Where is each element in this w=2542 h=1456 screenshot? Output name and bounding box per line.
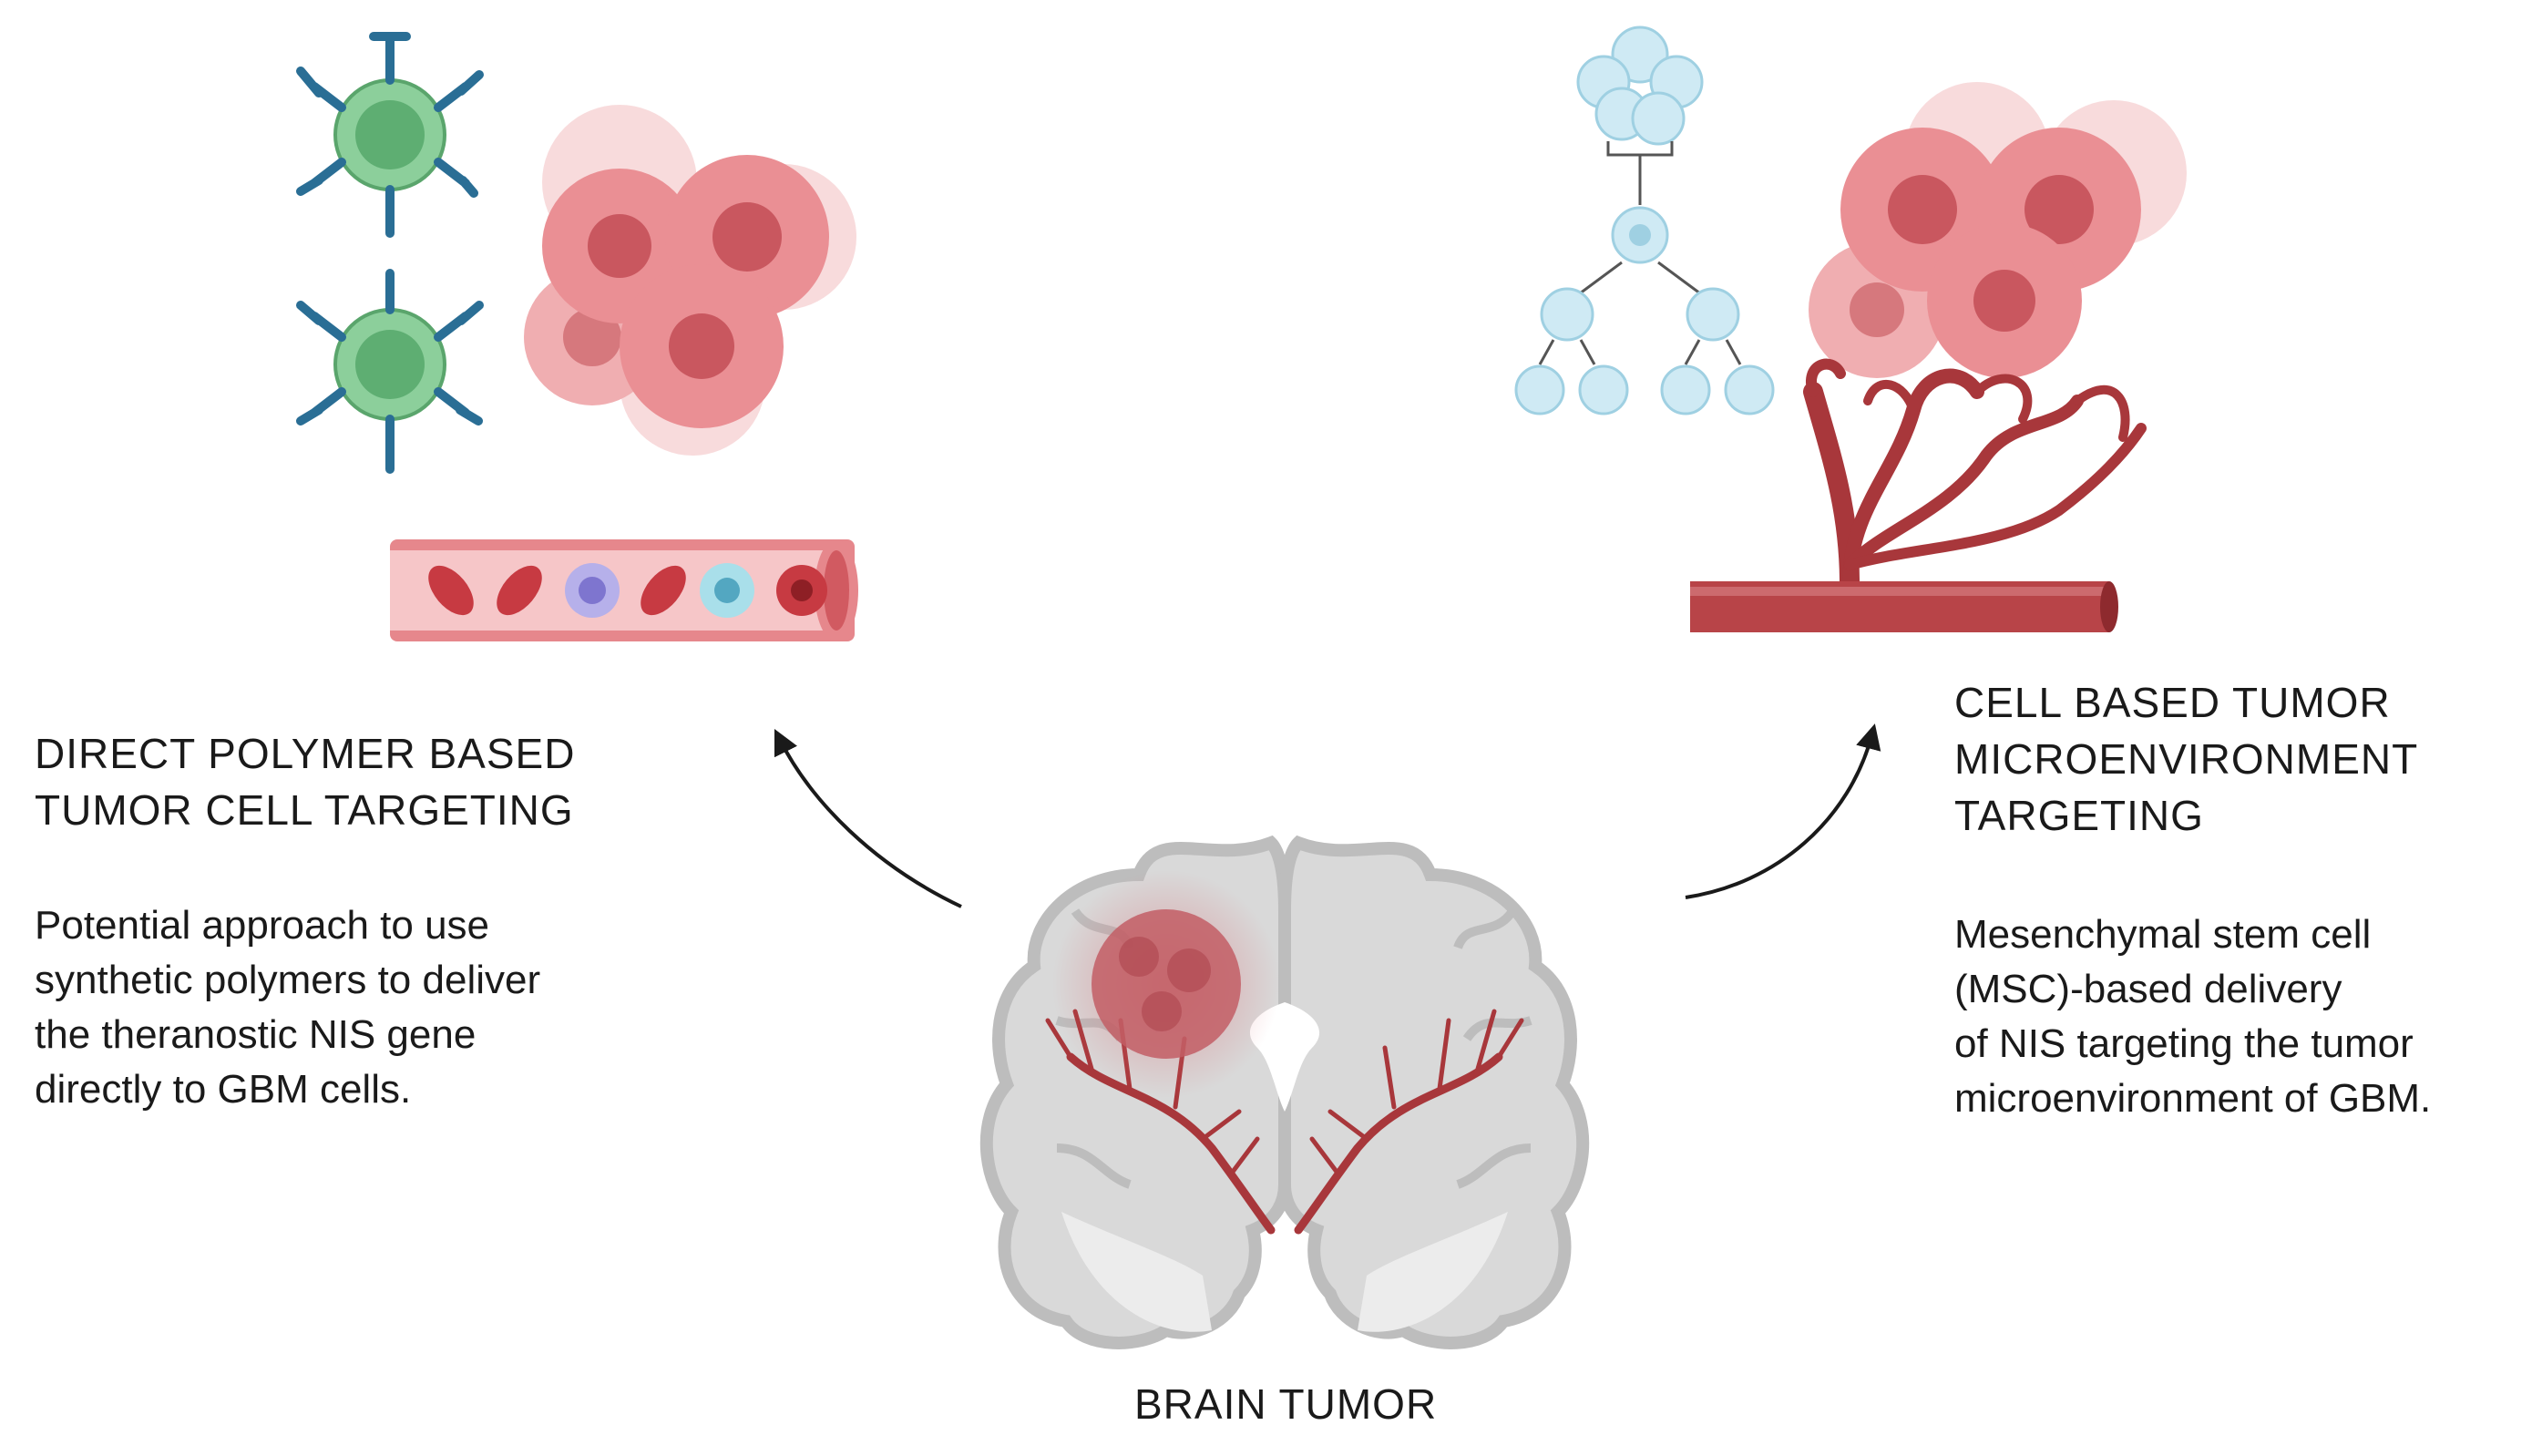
left-description-line: synthetic polymers to deliver [35, 958, 541, 1002]
blood-vessel-right [1690, 581, 2118, 632]
right-description-line: microenvironment of GBM. [1954, 1076, 2432, 1121]
left-panel-heading: DIRECT POLYMER BASED TUMOR CELL TARGETIN… [35, 725, 575, 838]
angiogenic-vessels [1803, 358, 2147, 593]
right-heading-line: TARGETING [1954, 792, 2204, 839]
tumor-cell-cluster-left [524, 105, 856, 456]
right-description-line: (MSC)-based delivery [1954, 967, 2342, 1011]
tumor-cell-cluster-right [1809, 82, 2187, 378]
polymer-cell-top [296, 32, 484, 238]
left-heading-line: DIRECT POLYMER BASED [35, 730, 576, 777]
stem-cell-lineage [1514, 26, 1775, 415]
right-description-line: Mesenchymal stem cell [1954, 912, 2372, 957]
left-description-line: the theranostic NIS gene [35, 1012, 477, 1057]
right-panel-heading: CELL BASED TUMOR MICROENVIRONMENT TARGET… [1954, 674, 2418, 844]
polymer-cell-bottom [296, 269, 484, 474]
brain-tumor-label: BRAIN TUMOR [1134, 1380, 1438, 1428]
left-description-line: directly to GBM cells. [35, 1067, 412, 1112]
arrow-to-right-panel [1685, 723, 1881, 899]
right-description-line: of NIS targeting the tumor [1954, 1021, 2414, 1066]
right-panel-description: Mesenchymal stem cell (MSC)-based delive… [1954, 907, 2431, 1126]
left-description-line: Potential approach to use [35, 903, 490, 948]
right-heading-line: CELL BASED TUMOR [1954, 679, 2391, 726]
blood-vessel-left [390, 539, 858, 641]
right-heading-line: MICROENVIRONMENT [1954, 735, 2419, 783]
left-panel-description: Potential approach to use synthetic poly… [35, 898, 540, 1117]
arrow-to-left-panel [774, 728, 962, 908]
left-heading-line: TUMOR CELL TARGETING [35, 786, 574, 834]
brain-tumor-mass [1052, 870, 1280, 1098]
